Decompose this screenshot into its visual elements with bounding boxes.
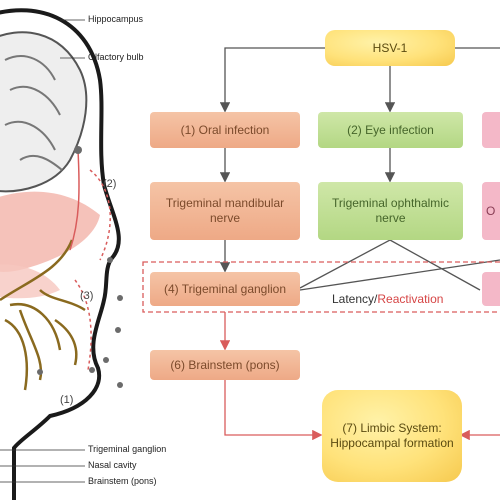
oral-infection-label: (1) Oral infection — [180, 122, 270, 137]
nasal-cavity-region — [0, 191, 100, 272]
partial-ganglion-box — [482, 272, 500, 306]
label-brainstem: Brainstem (pons) — [88, 476, 157, 486]
partial-route-box — [482, 112, 500, 148]
brainstem-label: (6) Brainstem (pons) — [170, 357, 280, 372]
limbic-system-label: (7) Limbic System: Hippocampal formation — [330, 421, 454, 450]
latency-label: Latency/Reactivation — [332, 292, 443, 306]
hsv1-label: HSV-1 — [372, 40, 408, 55]
mandibular-nerve-box: Trigeminal mandibular nerve — [150, 182, 300, 240]
label-nasal-cavity: Nasal cavity — [88, 460, 137, 470]
virus-particles — [37, 146, 123, 388]
pathway-arrows — [69, 149, 111, 371]
partial-nerve-label: O — [486, 203, 496, 218]
mandibular-nerve-label: Trigeminal mandibular nerve — [165, 196, 285, 225]
ophthalmic-nerve-label: Trigeminal ophthalmic nerve — [332, 196, 449, 225]
eye-infection-box: (2) Eye infection — [318, 112, 463, 148]
label-trigeminal-ganglion: Trigeminal ganglion — [88, 444, 167, 454]
trigeminal-ganglion-box: (4) Trigeminal ganglion — [150, 272, 300, 306]
reactivation-text: Reactivation — [377, 292, 444, 306]
oral-infection-box: (1) Oral infection — [150, 112, 300, 148]
partial-nerve-box: O — [482, 182, 500, 240]
latency-text: Latency/ — [332, 292, 378, 306]
route-marker-1: (1) — [60, 394, 74, 406]
brain — [0, 31, 88, 193]
label-olfactory-bulb: Olfactory bulb — [88, 52, 144, 62]
limbic-system-box: (7) Limbic System: Hippocampal formation — [322, 390, 462, 482]
latency-band — [142, 261, 500, 313]
trigeminal-ganglion-label: (4) Trigeminal ganglion — [163, 281, 287, 296]
ophthalmic-nerve-box: Trigeminal ophthalmic nerve — [318, 182, 463, 240]
hsv1-box: HSV-1 — [325, 30, 455, 66]
route-marker-3: (3) — [80, 290, 94, 302]
eye-infection-label: (2) Eye infection — [347, 122, 434, 137]
route-marker-2: (2) — [103, 178, 117, 190]
label-hippocampus: Hippocampus — [88, 14, 144, 24]
head-illustration — [0, 8, 123, 500]
brainstem-box: (6) Brainstem (pons) — [150, 350, 300, 380]
